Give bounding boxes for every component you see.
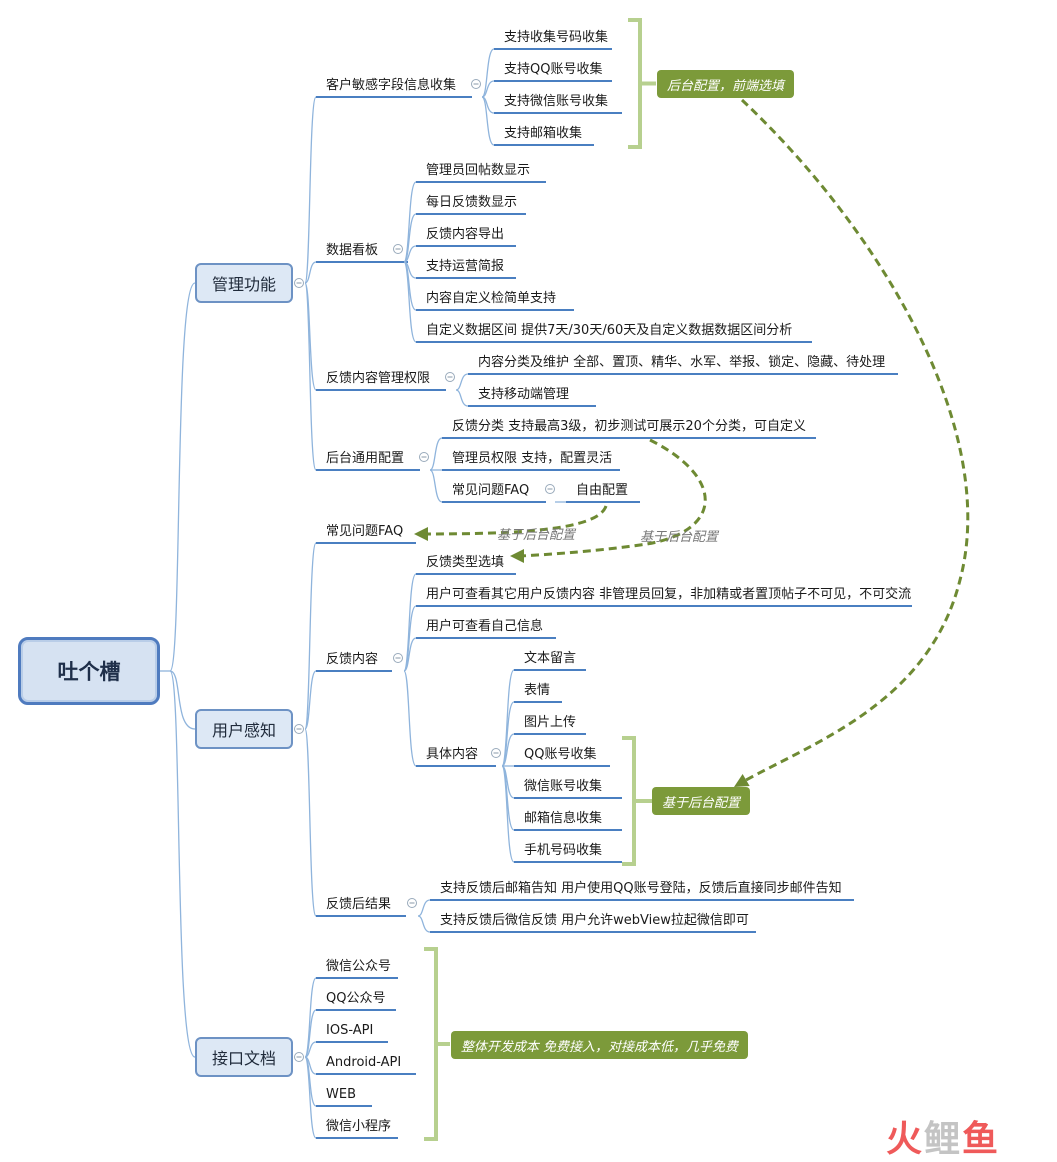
relationship-line [740,98,970,782]
leaf-1-1-0[interactable]: 反馈类型选填 [426,555,505,570]
leaf-line [403,261,417,343]
subtopic-1-1[interactable]: 反馈内容 [326,652,379,667]
leaf-line [417,899,431,917]
leaf-line [403,637,417,672]
subtopic-0-0[interactable]: 客户敏感字段信息收集 [326,78,457,93]
leaf-line [429,437,443,471]
subtopic-0-3[interactable]: 后台通用配置 [326,451,405,466]
leaf-line [481,80,495,98]
leaf-2-0[interactable]: 微信公众号 [326,959,392,974]
leaf-2-4[interactable]: WEB [326,1087,356,1102]
leaf-0-3-2[interactable]: 常见问题FAQ [452,483,530,498]
leaf-0-3-2-0[interactable]: 自由配置 [576,483,629,498]
leaf-0-1-2[interactable]: 反馈内容导出 [426,227,505,242]
leaf-line [501,765,515,863]
leaf-line [403,245,417,263]
leaf-1-2-1[interactable]: 支持反馈后微信反馈 用户允许webView拉起微信即可 [440,913,749,928]
relationship-label: 基于后台配置 [497,528,576,543]
leaf-0-0-0[interactable]: 支持收集号码收集 [504,30,609,45]
leaf-line [403,181,417,263]
leaf-0-0-2[interactable]: 支持微信账号收集 [504,94,609,109]
leaf-line [455,389,469,407]
subtopic-1-0[interactable]: 常见问题FAQ [326,524,404,539]
summary-note[interactable]: 后台配置，前端选填 [657,70,794,98]
leaf-line [304,1041,317,1058]
subtopic-line [304,261,317,284]
summary-bracket [424,947,450,1141]
leaf-line [455,373,469,391]
leaf-line [304,977,317,1058]
watermark-char: 鲤 [924,1119,963,1160]
subtopic-line [304,542,317,730]
leaf-1-1-3-2[interactable]: 图片上传 [524,715,577,730]
leaf-0-3-0[interactable]: 反馈分类 支持最高3级，初步测试可展示20个分类，可自定义 [452,419,806,434]
leaf-line [403,670,417,767]
leaf-line [429,469,443,503]
main-topic-1[interactable]: 用户感知 [195,709,293,749]
leaf-1-1-3-5[interactable]: 邮箱信息收集 [524,811,603,826]
leaf-0-1-3[interactable]: 支持运营简报 [426,259,505,274]
relationship-arrow-icon [734,773,750,787]
leaf-0-1-5[interactable]: 自定义数据区间 提供7天/30天/60天及自定义数据数据区间分析 [426,323,793,338]
relationship-arrow-icon [510,549,524,563]
leaf-0-1-0[interactable]: 管理员回帖数显示 [426,163,531,178]
leaf-line [481,48,495,98]
leaf-1-1-3-1[interactable]: 表情 [524,683,551,698]
watermark-char: 火 [886,1119,925,1160]
root-branch-line [169,282,196,672]
subtopic-line [304,96,317,284]
central-topic[interactable]: 吐个槽 [18,637,160,705]
leaf-line [403,261,417,311]
leaf-1-1-3-0[interactable]: 文本留言 [524,651,577,666]
leaf-line [304,1009,317,1058]
subtopic-line [304,670,317,730]
root-branch-line [169,670,196,1058]
leaf-line [501,669,515,767]
subtopic-0-2[interactable]: 反馈内容管理权限 [326,371,431,386]
leaf-2-3[interactable]: Android-API [326,1055,402,1070]
leaf-line [501,733,515,767]
leaf-1-1-3-6[interactable]: 手机号码收集 [524,843,603,858]
relationship-arrow-icon [414,527,428,541]
leaf-0-2-0[interactable]: 内容分类及维护 全部、置顶、精华、水军、举报、锁定、隐藏、待处理 [478,355,886,370]
summary-bracket [628,18,656,149]
subtopic-0-1[interactable]: 数据看板 [326,243,379,258]
watermark-logo: 火鲤鱼 [886,1110,1000,1162]
subtopic-line [304,728,317,917]
leaf-1-1-3[interactable]: 具体内容 [426,747,479,762]
leaf-line [403,213,417,263]
leaf-0-1-1[interactable]: 每日反馈数显示 [426,195,518,210]
leaf-2-1[interactable]: QQ公众号 [326,991,386,1006]
leaf-2-5[interactable]: 微信小程序 [326,1119,392,1134]
main-topic-2[interactable]: 接口文档 [195,1037,293,1077]
summary-note[interactable]: 基于后台配置 [652,787,750,815]
summary-note[interactable]: 整体开发成本 免费接入，对接成本低，几乎免费 [451,1031,748,1059]
leaf-1-1-1[interactable]: 用户可查看其它用户反馈内容 非管理员回复，非加精或者置顶帖子不可见，不可交流 [426,587,912,602]
relationship-label: 基于后台配置 [640,530,719,545]
subtopic-line [304,282,317,471]
subtopic-1-2[interactable]: 反馈后结果 [326,897,392,912]
watermark-char: 鱼 [962,1119,1001,1160]
leaf-1-1-2[interactable]: 用户可查看自己信息 [426,619,544,634]
relationship-line [519,438,707,558]
leaf-line [304,1056,317,1139]
leaf-1-2-0[interactable]: 支持反馈后邮箱告知 用户使用QQ账号登陆，反馈后直接同步邮件告知 [440,881,842,896]
leaf-line [417,915,431,933]
leaf-0-2-1[interactable]: 支持移动端管理 [478,387,570,402]
leaf-line [403,573,417,672]
leaf-1-1-3-3[interactable]: QQ账号收集 [524,747,597,762]
summary-bracket [622,736,652,866]
leaf-0-1-4[interactable]: 内容自定义检简单支持 [426,291,557,306]
leaf-2-2[interactable]: IOS-API [326,1023,374,1038]
leaf-line [481,96,495,146]
leaf-0-3-1[interactable]: 管理员权限 支持，配置灵活 [452,451,613,466]
leaf-0-0-1[interactable]: 支持QQ账号收集 [504,62,603,77]
main-topic-0[interactable]: 管理功能 [195,263,293,303]
leaf-1-1-3-4[interactable]: 微信账号收集 [524,779,603,794]
leaf-0-0-3[interactable]: 支持邮箱收集 [504,126,583,141]
root-branch-line [169,670,196,730]
